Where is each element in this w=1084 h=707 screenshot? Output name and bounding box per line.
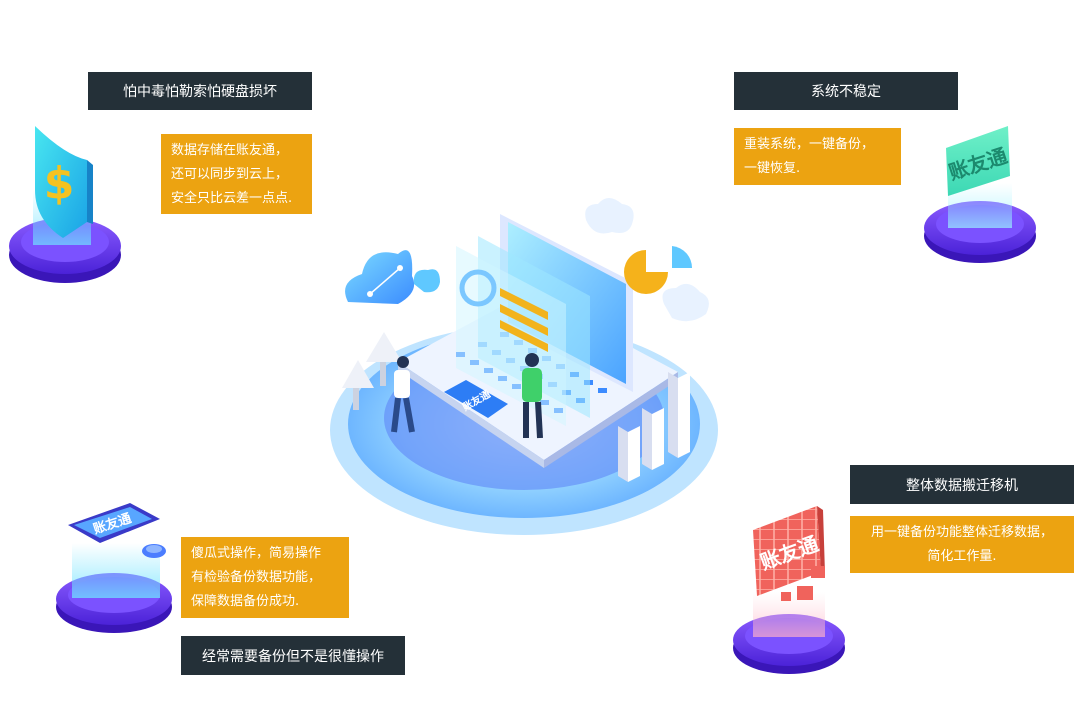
feature-1-description: 数据存储在账友通， 还可以同步到云上， 安全只比云差一点点.	[161, 134, 312, 214]
feature-4-title-text: 整体数据搬迁移机	[906, 477, 1018, 494]
feature-1-line-1: 数据存储在账友通，	[171, 143, 289, 158]
svg-text:$: $	[44, 158, 75, 209]
feature-2-line-1: 重装系统，一键备份，	[744, 137, 875, 152]
logo-platform-illustration: 账友通	[924, 126, 1036, 263]
feature-3-title: 经常需要备份但不是很懂操作	[181, 636, 405, 675]
shield-platform-illustration: $	[9, 126, 121, 283]
feature-4-line-1: 用一键备份功能整体迁移数据，	[870, 525, 1053, 540]
feature-3-line-3: 保障数据备份成功.	[191, 594, 300, 609]
pie-chart-icon	[624, 246, 693, 294]
shield-dollar-icon	[35, 126, 87, 238]
feature-1-title: 怕中毒怕勒索怕硬盘损坏	[88, 72, 312, 110]
feature-1-title-text: 怕中毒怕勒索怕硬盘损坏	[123, 84, 277, 100]
cloud-icon	[345, 250, 440, 304]
feature-3-line-1: 傻瓜式操作，简易操作	[191, 546, 322, 561]
feature-3-line-2: 有检验备份数据功能，	[191, 570, 322, 585]
tablet-platform-illustration: 账友通	[56, 503, 172, 633]
feature-4-description: 用一键备份功能整体迁移数据， 简化工作量.	[850, 516, 1074, 573]
feature-1-line-2: 还可以同步到云上，	[171, 167, 289, 182]
brick-wall-platform-illustration: 账友通	[733, 506, 845, 674]
feature-4-title: 整体数据搬迁移机	[850, 465, 1074, 504]
feature-3-description: 傻瓜式操作，简易操作 有检验备份数据功能， 保障数据备份成功.	[181, 537, 349, 618]
feature-1-line-3: 安全只比云差一点点.	[171, 191, 293, 206]
feature-4-line-2: 简化工作量.	[927, 549, 997, 564]
feature-2-description: 重装系统，一键备份， 一键恢复.	[734, 128, 901, 185]
feature-2-line-2: 一键恢复.	[744, 161, 801, 176]
feature-2-title: 系统不稳定	[734, 72, 958, 110]
feature-2-title-text: 系统不稳定	[811, 84, 881, 100]
feature-3-title-text: 经常需要备份但不是很懂操作	[202, 648, 384, 665]
laptop-scene-illustration: 账友通	[330, 198, 718, 535]
